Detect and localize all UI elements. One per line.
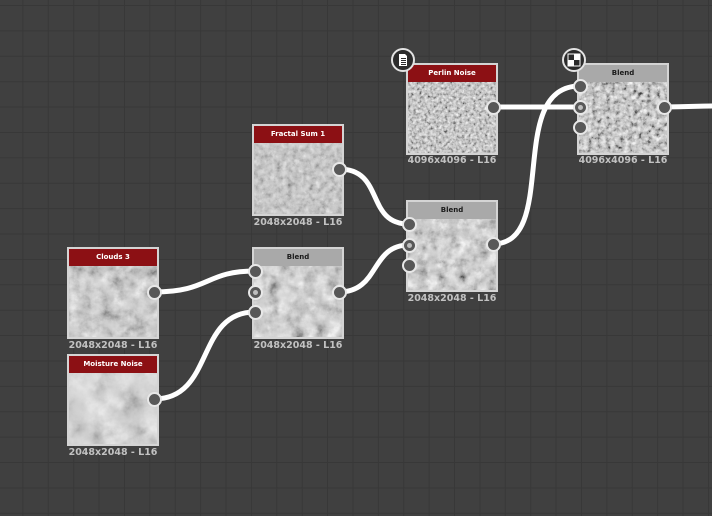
node-fractal-sum-1[interactable]: Fractal Sum 1 [252, 124, 344, 216]
checker-icon[interactable] [562, 48, 586, 72]
wire-blend2-to-blend3[interactable] [492, 83, 581, 247]
node-title: Clouds 3 [69, 249, 157, 266]
input-port-foreground[interactable] [573, 79, 588, 94]
node-resolution: 2048x2048 - L16 [253, 217, 343, 228]
output-port[interactable] [332, 285, 347, 300]
output-port[interactable] [147, 392, 162, 407]
node-thumbnail [408, 219, 496, 290]
node-thumbnail [254, 143, 342, 214]
node-resolution: 2048x2048 - L16 [68, 447, 158, 458]
node-title: Blend [579, 65, 667, 82]
node-clouds-3[interactable]: Clouds 3 [67, 247, 159, 339]
input-port-background[interactable] [248, 285, 263, 300]
node-thumbnail [408, 82, 496, 153]
node-resolution: 4096x4096 - L16 [407, 155, 497, 166]
input-port-mask[interactable] [248, 305, 263, 320]
node-moisture-noise[interactable]: Moisture Noise [67, 354, 159, 446]
node-title: Fractal Sum 1 [254, 126, 342, 143]
node-resolution: 2048x2048 - L16 [253, 340, 343, 351]
node-resolution: 2048x2048 - L16 [68, 340, 158, 351]
node-resolution: 4096x4096 - L16 [578, 155, 668, 166]
output-port[interactable] [486, 100, 501, 115]
node-thumbnail [69, 266, 157, 337]
input-port-mask[interactable] [402, 258, 417, 273]
node-thumbnail [579, 82, 667, 153]
node-blend-3[interactable]: Blend [577, 63, 669, 155]
node-title: Blend [408, 202, 496, 219]
output-port[interactable] [147, 285, 162, 300]
node-title: Perlin Noise [408, 65, 496, 82]
input-port-background[interactable] [402, 238, 417, 253]
node-thumbnail [69, 373, 157, 444]
output-port[interactable] [486, 237, 501, 252]
node-title: Moisture Noise [69, 356, 157, 373]
input-port-mask[interactable] [573, 120, 588, 135]
output-port[interactable] [332, 162, 347, 177]
output-port[interactable] [657, 100, 672, 115]
wire-blend1-to-blend2[interactable] [338, 242, 410, 295]
wire-moisture-to-blend1[interactable] [153, 309, 256, 402]
node-title: Blend [254, 249, 342, 266]
node-thumbnail [254, 266, 342, 337]
node-perlin-noise[interactable]: Perlin Noise [406, 63, 498, 155]
wire-fractal-to-blend2[interactable] [338, 166, 410, 227]
input-port-foreground[interactable] [248, 264, 263, 279]
node-resolution: 2048x2048 - L16 [407, 293, 497, 304]
node-blend-2[interactable]: Blend [406, 200, 498, 292]
wire-clouds-to-blend1[interactable] [153, 268, 256, 295]
node-blend-1[interactable]: Blend [252, 247, 344, 339]
document-icon[interactable] [391, 48, 415, 72]
input-port-foreground[interactable] [402, 217, 417, 232]
input-port-background[interactable] [573, 100, 588, 115]
